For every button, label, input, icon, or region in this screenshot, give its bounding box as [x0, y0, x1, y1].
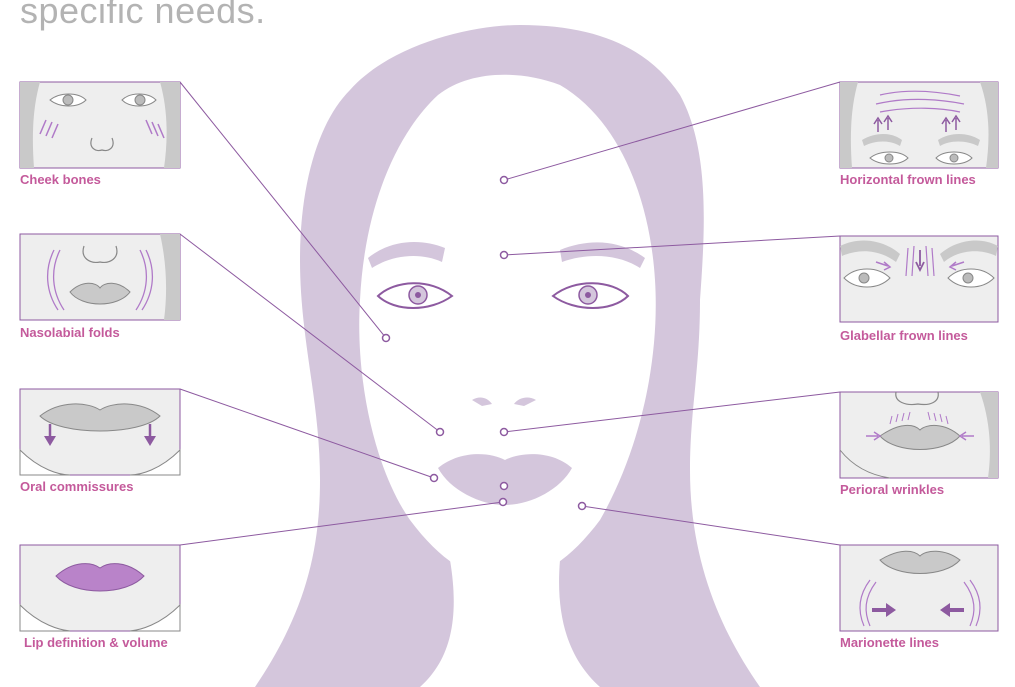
label-glabellar-frown-lines: Glabellar frown lines — [840, 328, 968, 343]
marker-cheek — [383, 335, 390, 342]
label-perioral-wrinkles: Perioral wrinkles — [840, 482, 944, 497]
panel-horizontal-frown-lines — [840, 82, 998, 168]
panel-lip-definition — [20, 545, 180, 631]
label-marionette-lines: Marionette lines — [840, 635, 939, 650]
panel-marionette-lines — [840, 545, 998, 631]
marker-oral — [431, 475, 438, 482]
marker-marionette — [579, 503, 586, 510]
panel-cheek-bones — [20, 82, 180, 168]
marker-nasolabial — [437, 429, 444, 436]
marker-horizontal — [501, 177, 508, 184]
marker-lip-center — [501, 483, 508, 490]
marker-lip — [500, 499, 507, 506]
label-nasolabial-folds: Nasolabial folds — [20, 325, 120, 340]
panel-nasolabial-folds — [20, 234, 180, 320]
marker-perioral — [501, 429, 508, 436]
panel-oral-commissures — [20, 389, 180, 475]
label-lip-definition: Lip definition & volume — [24, 635, 168, 650]
panel-glabellar-frown-lines — [840, 236, 998, 322]
marker-glabellar — [501, 252, 508, 259]
label-cheek-bones: Cheek bones — [20, 172, 101, 187]
panel-perioral-wrinkles — [840, 392, 998, 478]
label-horizontal-frown-lines: Horizontal frown lines — [840, 172, 976, 187]
label-oral-commissures: Oral commissures — [20, 479, 133, 494]
